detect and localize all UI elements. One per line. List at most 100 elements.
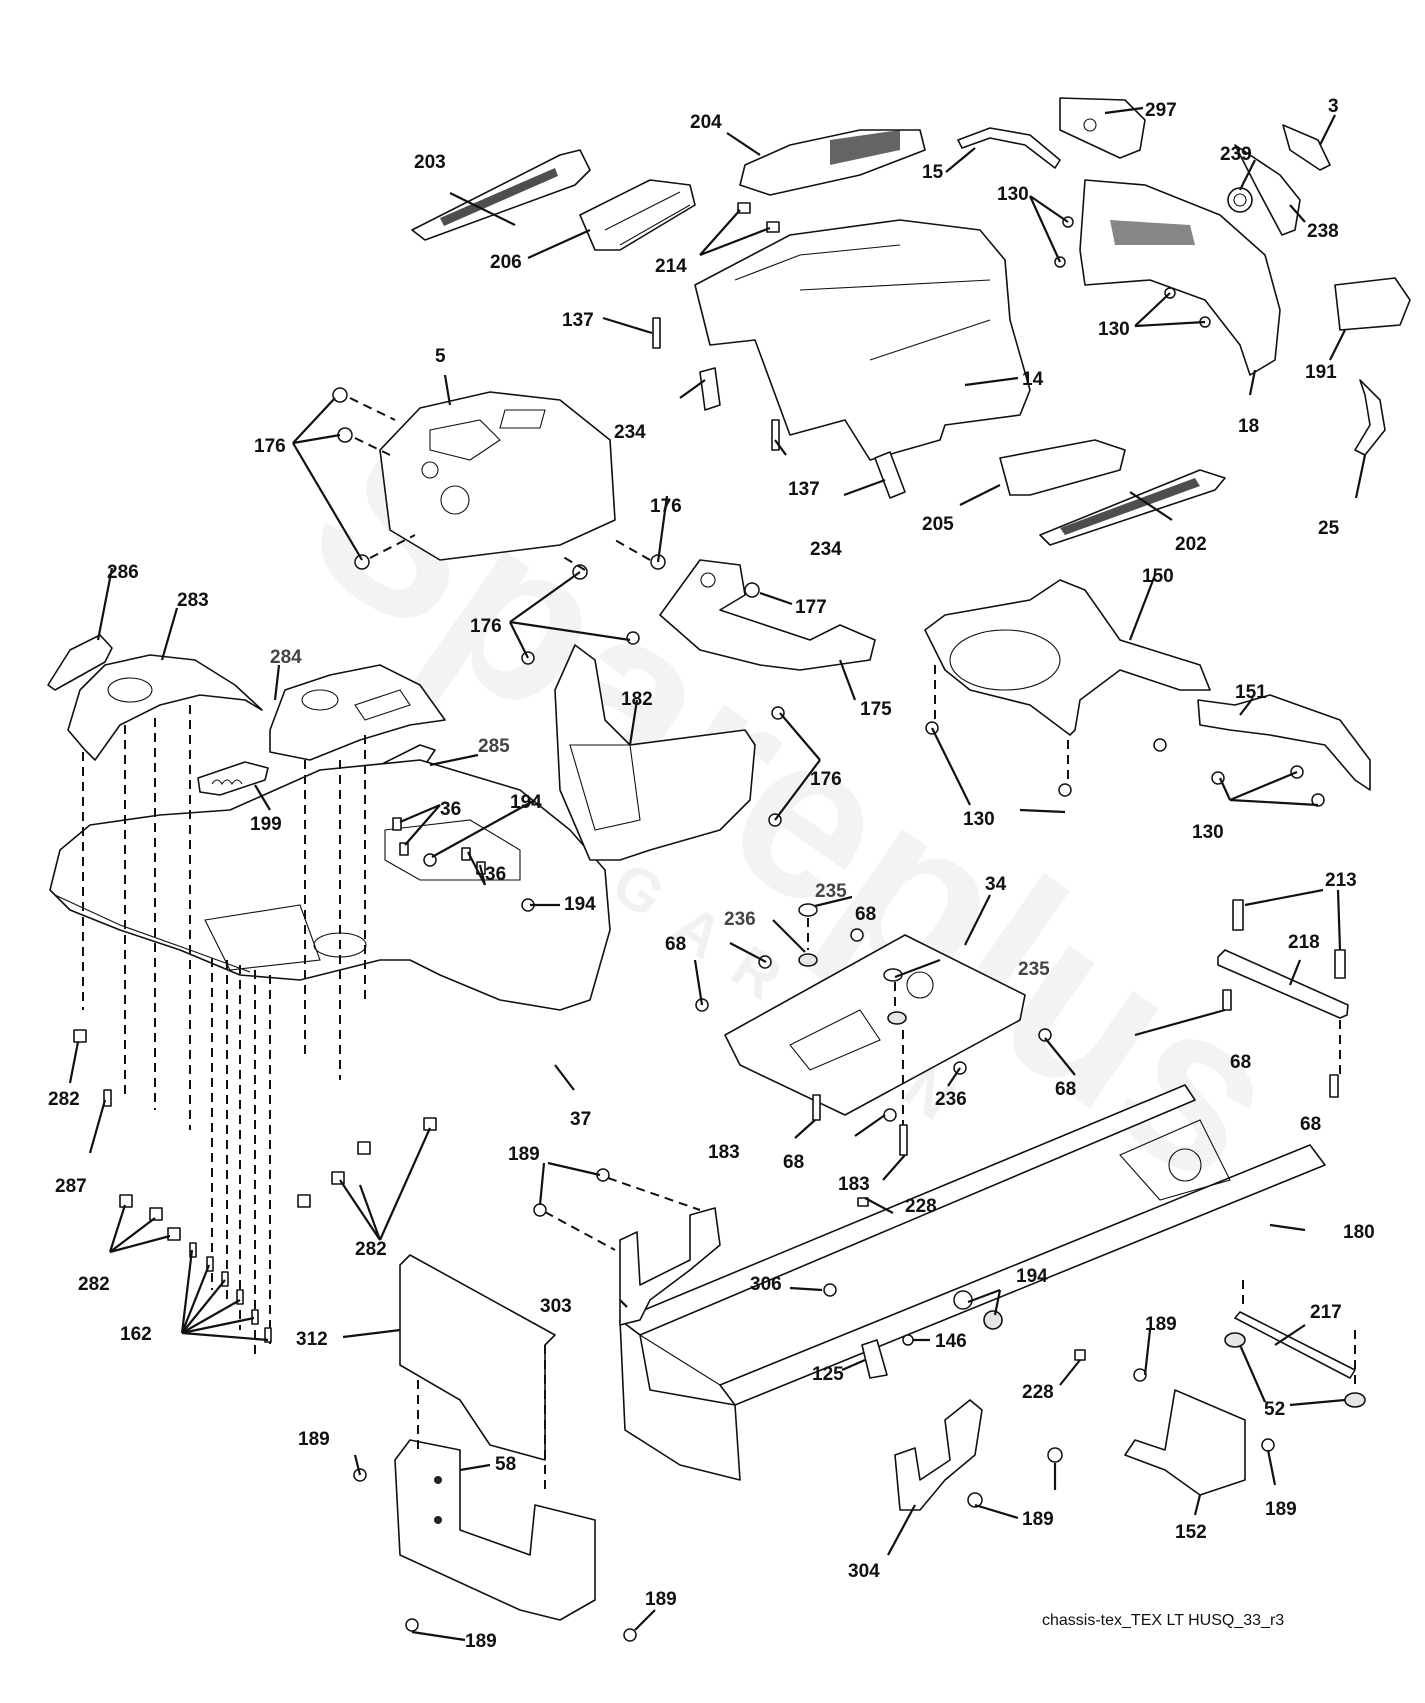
label-130-bracket[interactable]: 130 [1192,822,1224,843]
part-282-clips[interactable] [73,1029,437,1241]
part-217-rod[interactable] [1234,1311,1356,1379]
part-146-rivet[interactable] [902,1334,914,1346]
part-14-hood[interactable] [694,219,1031,461]
label-176-dash[interactable]: 176 [254,436,286,457]
label-206[interactable]: 206 [490,252,522,273]
part-180-frame[interactable] [619,1084,1326,1481]
label-228-bottom[interactable]: 228 [1022,1382,1054,1403]
label-125[interactable]: 125 [812,1364,844,1385]
part-199-decal[interactable] [197,761,269,796]
label-177[interactable]: 177 [795,597,827,618]
label-14[interactable]: 14 [1022,369,1044,390]
part-239-emblem[interactable] [1227,187,1253,213]
label-238[interactable]: 238 [1307,221,1339,242]
label-18[interactable]: 18 [1238,416,1259,437]
part-287-screw[interactable] [103,1089,112,1107]
label-180[interactable]: 180 [1343,1222,1375,1243]
part-34-plate[interactable] [724,934,1026,1116]
label-194-top[interactable]: 194 [510,792,542,813]
label-282-right[interactable]: 282 [355,1239,387,1260]
label-36-left[interactable]: 36 [440,799,461,820]
label-68-plate-bottom[interactable]: 68 [783,1152,804,1173]
label-152[interactable]: 152 [1175,1522,1207,1543]
part-151-bracket[interactable] [1197,694,1371,791]
part-189-bolts-152[interactable] [1133,1368,1275,1452]
part-175-bracket[interactable] [659,559,876,671]
part-137-pins[interactable] [652,317,780,451]
part-283-console-left[interactable] [67,654,263,761]
label-194-frame[interactable]: 194 [1016,1266,1048,1287]
label-189-303[interactable]: 189 [508,1144,540,1165]
label-239[interactable]: 239 [1220,144,1252,165]
label-194-right[interactable]: 194 [564,894,596,915]
part-234-brackets[interactable] [699,367,906,499]
label-151[interactable]: 151 [1235,682,1267,703]
part-236-bushings[interactable] [798,953,907,1025]
label-146[interactable]: 146 [935,1331,967,1352]
part-286-cover[interactable] [47,634,113,691]
label-176-panel-right[interactable]: 176 [810,769,842,790]
part-218-bracket[interactable] [1217,949,1349,1019]
label-283[interactable]: 283 [177,590,209,611]
label-205[interactable]: 205 [922,514,954,535]
label-34[interactable]: 34 [985,874,1007,895]
label-182[interactable]: 182 [621,689,653,710]
label-68-plate-right[interactable]: 68 [1055,1079,1076,1100]
label-235-top[interactable]: 235 [815,881,847,902]
part-206-vent[interactable] [579,179,696,251]
label-137-top[interactable]: 137 [562,310,594,331]
label-228-top[interactable]: 228 [905,1196,937,1217]
label-202[interactable]: 202 [1175,534,1207,555]
part-191-block[interactable] [1334,277,1411,331]
label-5[interactable]: 5 [435,346,446,367]
label-234-top[interactable]: 234 [614,422,646,443]
label-68-bracket-bottom[interactable]: 68 [1300,1114,1321,1135]
part-189-bolts-303[interactable] [533,1168,610,1217]
label-234-bottom[interactable]: 234 [810,539,842,560]
label-130-grille-bottom[interactable]: 130 [1098,319,1130,340]
label-285[interactable]: 285 [478,736,510,757]
part-15-trim[interactable] [957,127,1061,169]
part-52-bushings[interactable] [1224,1332,1366,1408]
part-3-emblem[interactable] [1282,124,1331,171]
label-214[interactable]: 214 [655,256,687,277]
part-25-trim[interactable] [1354,379,1386,456]
label-236-top[interactable]: 236 [724,909,756,930]
label-286[interactable]: 286 [107,562,139,583]
label-36-right[interactable]: 36 [485,864,506,885]
label-213[interactable]: 213 [1325,870,1357,891]
part-182-front-panel[interactable] [554,644,756,861]
label-58[interactable]: 58 [495,1454,516,1475]
label-137-bottom[interactable]: 137 [788,479,820,500]
label-236-bottom[interactable]: 236 [935,1089,967,1110]
label-130-shroud[interactable]: 130 [963,809,995,830]
label-282-bottom[interactable]: 282 [78,1274,110,1295]
label-68-bracket-left[interactable]: 68 [1230,1052,1251,1073]
part-125-bracket[interactable] [861,1339,888,1379]
part-176-pins-panel[interactable] [521,631,785,827]
label-130-grille-top[interactable]: 130 [997,184,1029,205]
label-175[interactable]: 175 [860,699,892,720]
part-18-grille-housing[interactable] [1079,179,1281,376]
label-189-58-top[interactable]: 189 [298,1429,330,1450]
part-304-shield[interactable] [894,1399,983,1511]
label-189-58-bottom[interactable]: 189 [465,1631,497,1652]
label-162[interactable]: 162 [120,1324,152,1345]
label-15[interactable]: 15 [922,162,944,183]
label-189-152-top[interactable]: 189 [1145,1314,1177,1335]
label-183-right[interactable]: 183 [838,1174,870,1195]
part-162-screws[interactable] [189,1242,272,1343]
label-189-58-right[interactable]: 189 [645,1589,677,1610]
label-37[interactable]: 37 [570,1109,591,1130]
label-52[interactable]: 52 [1264,1399,1285,1420]
part-189-bolts-58[interactable] [353,1468,637,1642]
label-218[interactable]: 218 [1288,932,1320,953]
part-189-bolts-304[interactable] [967,1447,1063,1508]
label-68-plate-left[interactable]: 68 [665,934,686,955]
label-235-right[interactable]: 235 [1018,959,1050,980]
label-150[interactable]: 150 [1142,566,1174,587]
label-68-plate-top[interactable]: 68 [855,904,876,925]
label-183-left[interactable]: 183 [708,1142,740,1163]
part-205-duct[interactable] [999,439,1126,496]
part-58-bracket[interactable] [394,1439,596,1621]
